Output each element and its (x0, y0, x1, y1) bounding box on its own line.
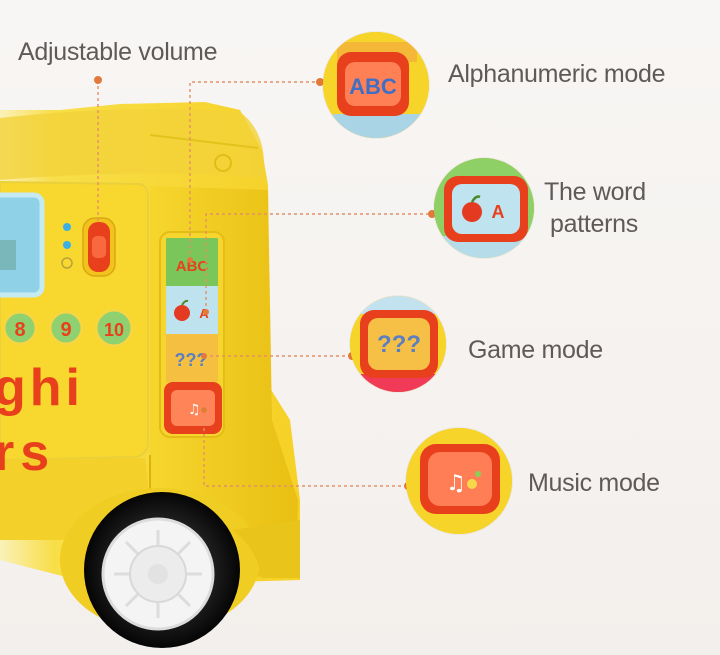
label-music-mode: Music mode (528, 469, 660, 497)
svg-text:♫: ♫ (446, 471, 466, 496)
label-word-patterns-line2: patterns (550, 210, 638, 238)
svg-text:♫: ♫ (188, 402, 201, 418)
label-game-mode: Game mode (468, 336, 603, 364)
callout-lines (97, 80, 432, 487)
num-8: 8 (14, 319, 25, 341)
num-9: 9 (60, 319, 71, 341)
label-adjustable-volume: Adjustable volume (18, 38, 218, 66)
zoom-word-patterns: A (434, 158, 534, 258)
svg-text:A: A (492, 202, 505, 222)
svg-text:???: ??? (377, 331, 421, 358)
zoom-game: ??? (350, 296, 446, 392)
svg-text:???: ??? (175, 350, 208, 370)
label-alphanumeric-mode: Alphanumeric mode (448, 60, 666, 88)
zoom-alphanumeric: ABC (323, 32, 429, 138)
svg-text:ABC: ABC (349, 74, 397, 99)
letters-row2: rs (0, 424, 55, 482)
letters-row1: ghi (0, 359, 84, 417)
svg-text:ABC: ABC (176, 258, 209, 275)
zoom-music: ♫ (406, 428, 512, 534)
num-10: 10 (104, 320, 124, 340)
label-word-patterns-line1: The word (544, 178, 646, 206)
bus-roof-edge (0, 109, 264, 180)
